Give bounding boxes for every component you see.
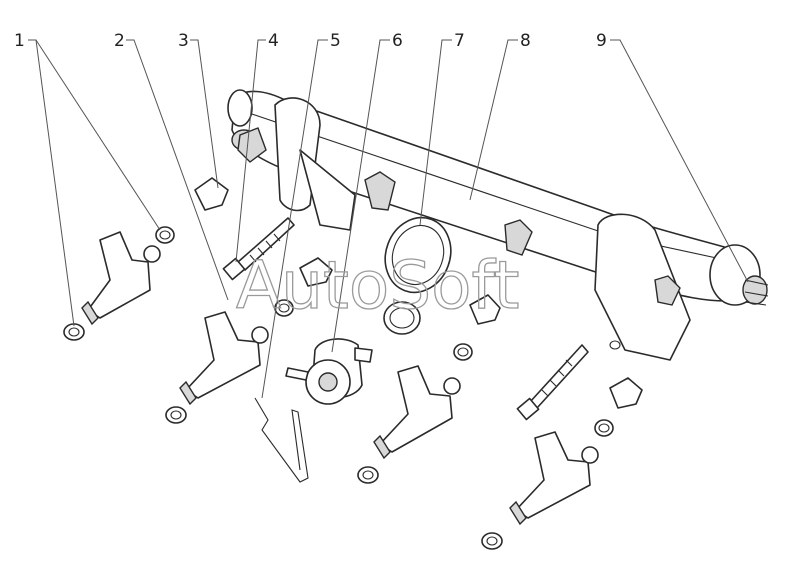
callout-2: 2 [114,31,125,51]
mounting-bolt-right [516,344,589,421]
fuel-injector-3 [373,365,461,460]
callout-8: 8 [520,31,531,51]
callout-1: 1 [14,31,25,51]
pressure-regulator [285,338,373,405]
callout-4: 4 [268,31,279,51]
callout-6: 6 [392,31,403,51]
callout-9: 9 [596,31,607,51]
watermark-text: AutoSoft [236,247,519,324]
callout-7: 7 [454,31,465,51]
fuel-rail [227,89,769,361]
mounting-bolt-left [222,217,295,281]
fuel-injector-1 [81,231,161,326]
retaining-clip [254,397,309,483]
leader-lines [28,39,749,399]
callout-3: 3 [178,31,189,51]
callout-5: 5 [330,31,341,51]
fuel-injector-4 [509,431,599,526]
injector-clip [194,177,643,409]
o-rings [63,226,614,550]
fuel-injector-2 [179,311,269,406]
hose-clamp [383,216,452,335]
